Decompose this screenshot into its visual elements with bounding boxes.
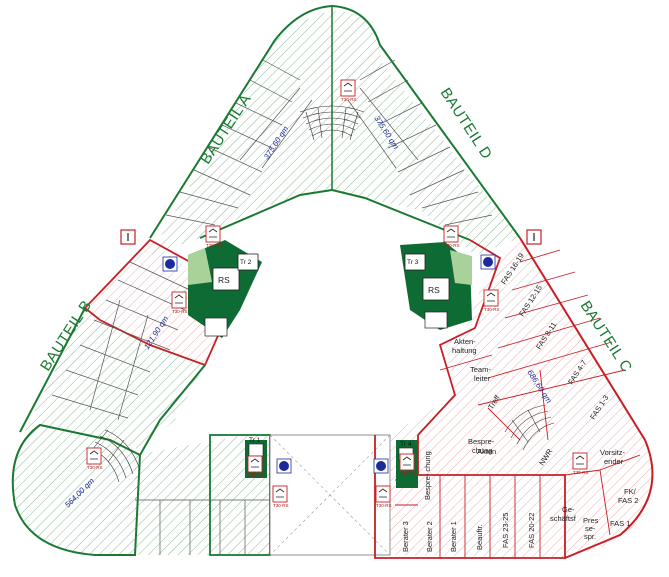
wing-c-rooms — [395, 249, 641, 558]
emergency-exit-sign-icon: T30-RS — [399, 453, 416, 476]
room-fk-fas2: FK/FAS 2 — [618, 487, 638, 505]
wing-b-rooms — [51, 261, 191, 421]
room-tr2: Tr 2 — [240, 259, 252, 266]
fire-door-sign-icon — [120, 229, 136, 245]
wing-a-outer-wall — [149, 5, 333, 239]
wing-b-round-floor — [11, 423, 142, 556]
stair-right — [504, 404, 555, 451]
room-fas-23-25: FAS 23-25 — [501, 513, 510, 548]
wing-a-rooms — [165, 59, 313, 226]
room-rs-left: RS — [218, 275, 230, 285]
svg-text:T30-RS: T30-RS — [484, 307, 500, 312]
svg-text:T30-RS: T30-RS — [172, 309, 188, 314]
room-geschaeftsf: Ge-schäftsf — [550, 505, 577, 523]
room-tr1: Tr 1 — [249, 437, 261, 444]
room-aktenhaltung: Akten-haltung — [452, 337, 477, 355]
core-left — [188, 240, 262, 338]
room-berater1: Berater 1 — [449, 521, 458, 552]
room-vorsitzender: Vorsitz-ender — [600, 448, 626, 466]
room-fas-20-22: FAS 20-22 — [527, 513, 536, 548]
room-berater3: Berater 3 — [401, 521, 410, 552]
emergency-exit-sign-icon: T30-RS — [272, 485, 289, 508]
room-tr4: Tr 4 — [400, 441, 412, 448]
emergency-exit-sign-icon: T30-RS — [375, 485, 392, 508]
emergency-exit-sign-icon: T30-RS — [171, 291, 188, 314]
room-besprechung-small: Bespre- chung — [423, 451, 432, 500]
room-tr3: Tr 3 — [407, 259, 419, 266]
emergency-exit-sign-icon: T30-RS — [247, 455, 264, 478]
stair-left — [89, 429, 141, 483]
svg-text:T30-RS: T30-RS — [376, 503, 392, 508]
wing-c-outer-wall — [519, 237, 654, 559]
bottom-green-block — [135, 435, 270, 555]
svg-text:T30-RS: T30-RS — [573, 470, 589, 475]
wing-b-outer-wall — [19, 307, 86, 433]
room-beauftr: Beauftr. — [475, 524, 484, 550]
svg-text:T30-RS: T30-RS — [273, 503, 289, 508]
fire-alarm-icon — [480, 254, 496, 270]
svg-text:T30-RS: T30-RS — [206, 243, 222, 248]
wing-c-floor — [390, 240, 654, 558]
svg-text:T30-RS: T30-RS — [341, 97, 357, 102]
wing-b-inner-wall — [139, 364, 206, 456]
wing-b-green-floor — [18, 310, 205, 450]
emergency-exit-sign-icon: T30-RS — [572, 452, 589, 475]
room-besprechung-big: Bespre-chung — [468, 437, 495, 455]
svg-text:T30-RS: T30-RS — [248, 473, 264, 478]
emergency-exit-sign-icon: T30-RS — [443, 225, 460, 248]
room-teamleiter: Team-leiter — [470, 365, 491, 383]
room-fas1: FAS 1 — [610, 519, 630, 528]
room-akten: Akten — [477, 447, 496, 456]
stair-top — [299, 105, 365, 141]
wing-d-rooms — [347, 59, 493, 226]
emergency-exit-sign-icon: T30-RS — [340, 79, 357, 102]
emergency-exit-sign-icon: T30-RS — [483, 289, 500, 312]
svg-text:T30-RS: T30-RS — [444, 243, 460, 248]
fire-alarm-icon — [373, 458, 389, 474]
fire-alarm-icon — [276, 458, 292, 474]
wing-d-inner-wall — [331, 189, 471, 241]
emergency-exit-sign-icon: T30-RS — [205, 225, 222, 248]
wing-a-floor — [150, 11, 520, 256]
svg-text:T30-RS: T30-RS — [87, 465, 103, 470]
wing-d-outer-wall — [331, 5, 521, 239]
fire-alarm-icon — [162, 256, 178, 272]
room-rs-right: RS — [428, 285, 440, 295]
room-berater2: Berater 2 — [425, 521, 434, 552]
fire-door-sign-icon — [526, 229, 542, 245]
emergency-exit-sign-icon: T30-RS — [86, 447, 103, 470]
wing-a-inner-wall — [199, 189, 333, 239]
svg-text:T30-RS: T30-RS — [400, 471, 416, 476]
core-right — [400, 242, 472, 330]
